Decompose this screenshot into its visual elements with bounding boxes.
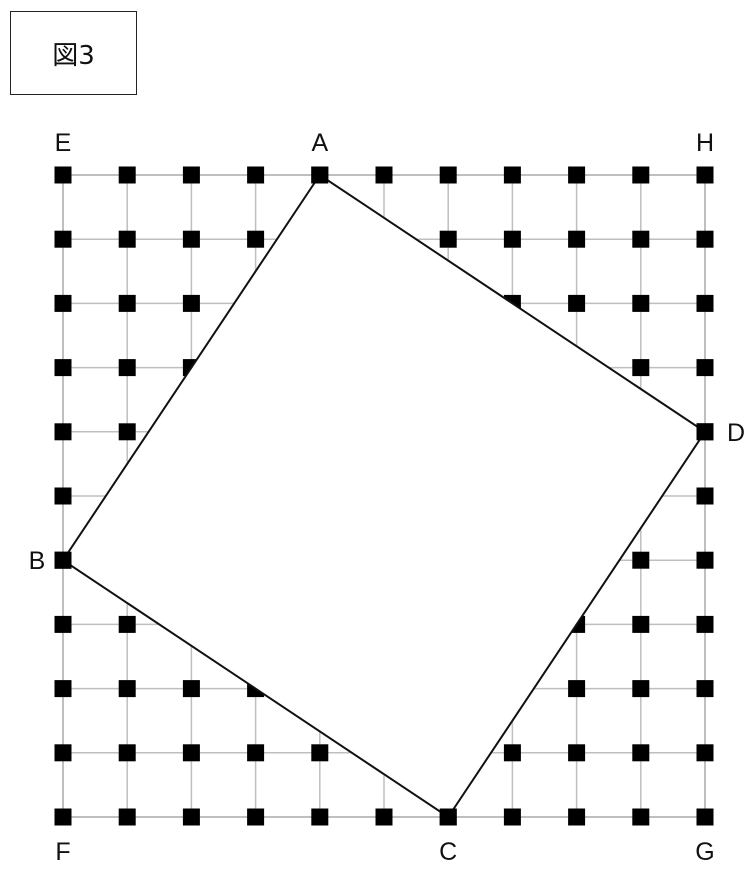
grid-dot (54, 166, 72, 184)
grid-dot (696, 744, 714, 762)
grid-dot (118, 615, 136, 633)
label-d: D (727, 419, 745, 447)
grid-dot (118, 294, 136, 312)
grid-dot (118, 680, 136, 698)
grid-dot (182, 808, 200, 826)
grid-dot (696, 166, 714, 184)
grid-dot (118, 230, 136, 248)
grid-dot (375, 166, 393, 184)
grid-dot (54, 615, 72, 633)
grid-dot (696, 230, 714, 248)
grid-dot (568, 230, 586, 248)
grid-dot (503, 166, 521, 184)
label-c: C (439, 838, 457, 866)
grid-dot (568, 808, 586, 826)
grid-dot (632, 551, 650, 569)
grid-dot (54, 680, 72, 698)
grid-dot (568, 680, 586, 698)
grid-dot (247, 166, 265, 184)
grid-dot (54, 359, 72, 377)
grid-dot (696, 808, 714, 826)
grid-dot (247, 744, 265, 762)
vertex-dot (439, 808, 457, 826)
label-h: H (696, 129, 714, 157)
grid-dot (696, 615, 714, 633)
grid-dot (118, 808, 136, 826)
grid-dot (696, 359, 714, 377)
square-abcd (61, 173, 707, 819)
grid-dot (696, 294, 714, 312)
vertex-dot (311, 166, 329, 184)
grid-dot (632, 166, 650, 184)
grid-dot (568, 294, 586, 312)
vertex-dot (54, 551, 72, 569)
grid-dot (439, 230, 457, 248)
grid-dot (54, 230, 72, 248)
figure-title: 図3 (52, 40, 95, 71)
grid-dot (182, 744, 200, 762)
grid-dot (503, 230, 521, 248)
grid-dot (182, 166, 200, 184)
grid-dot (118, 359, 136, 377)
figure-title-box: 図3 (10, 11, 137, 95)
grid-dot (696, 551, 714, 569)
grid-dot (182, 294, 200, 312)
grid-dot (375, 808, 393, 826)
grid-dot (54, 423, 72, 441)
grid-dot (439, 166, 457, 184)
label-e: E (55, 129, 72, 157)
grid-dot (311, 808, 329, 826)
grid-dot (503, 808, 521, 826)
grid-dot (247, 808, 265, 826)
grid-dot (54, 744, 72, 762)
grid-dot (311, 744, 329, 762)
grid-dot (182, 680, 200, 698)
grid-dot (568, 166, 586, 184)
grid-dot (632, 808, 650, 826)
grid-dot (632, 359, 650, 377)
grid-dot (54, 487, 72, 505)
point-labels: E F G H A B C D (29, 129, 745, 866)
vertex-dot (696, 423, 714, 441)
grid-dot (182, 230, 200, 248)
grid-dot (632, 744, 650, 762)
grid-dot (568, 744, 586, 762)
label-f: F (55, 838, 70, 866)
grid-dot (503, 744, 521, 762)
grid-dot (632, 294, 650, 312)
grid-dot (696, 487, 714, 505)
grid-dot (247, 230, 265, 248)
grid-dot (696, 680, 714, 698)
grid-dot (54, 294, 72, 312)
grid-dot (632, 680, 650, 698)
grid-dot (54, 808, 72, 826)
grid-dot (632, 615, 650, 633)
label-b: B (29, 547, 46, 575)
grid-dot (118, 166, 136, 184)
label-a: A (311, 129, 328, 157)
grid-dot (118, 423, 136, 441)
grid-dot (118, 744, 136, 762)
label-g: G (695, 838, 714, 866)
grid-dot (632, 230, 650, 248)
